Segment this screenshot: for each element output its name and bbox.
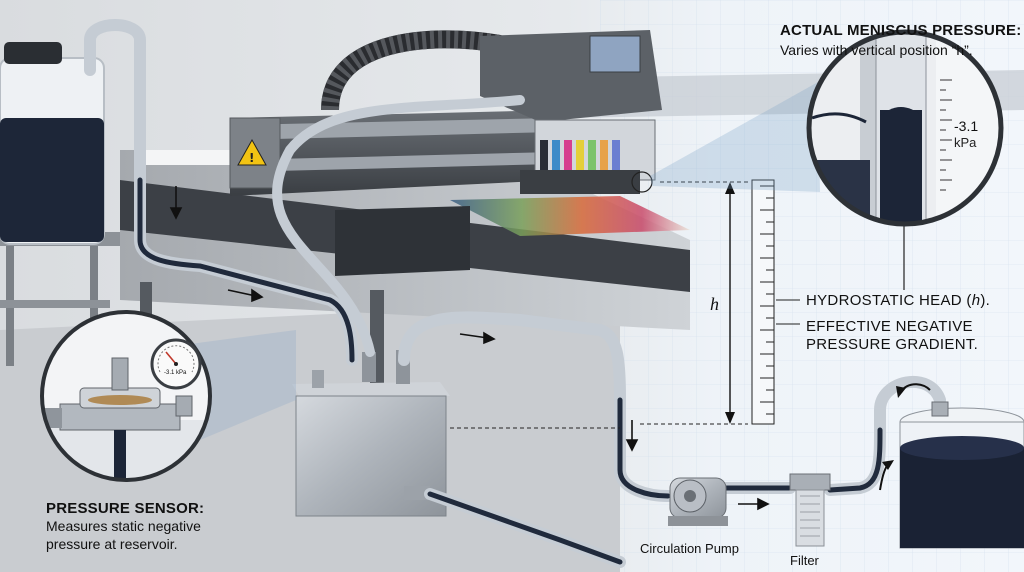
print-carriage: [480, 30, 662, 194]
pressure-gradient-line1: EFFECTIVE NEGATIVE: [806, 318, 973, 335]
meniscus-reading-value: -3.1: [954, 118, 979, 134]
pressure-gauge: [150, 338, 202, 390]
circulation-pump-label: Circulation Pump: [640, 541, 739, 556]
filter-housing: [789, 473, 831, 547]
hydrostatic-head-prefix: HYDROSTATIC HEAD (: [806, 292, 972, 309]
pressure-sensor-desc-line1: Measures static negative: [46, 518, 201, 534]
meniscus-reading-unit: kPa: [954, 135, 977, 150]
pressure-sensor-desc-line2: pressure at reservoir.: [46, 536, 178, 552]
flow-arrows: [169, 186, 770, 511]
height-scale: [450, 179, 800, 429]
hydrostatic-head-label: HYDROSTATIC HEAD (h).: [806, 292, 990, 309]
meniscus-magnifier: [806, 29, 1004, 227]
ink-jug: [0, 42, 105, 245]
svg-text:!: !: [249, 151, 254, 165]
pressure-sensor-title: PRESSURE SENSOR:: [46, 500, 205, 517]
pressure-sensor-magnifier: [40, 310, 212, 482]
bulk-ink-tank: [899, 401, 1024, 549]
hydrostatic-head-suffix: ).: [980, 292, 991, 309]
circulation-pump: [668, 477, 728, 526]
reservoir-tank: [292, 350, 450, 517]
hydrostatic-head-variable: h: [971, 292, 981, 309]
meniscus-pressure-description: Varies with vertical position “h”.: [780, 42, 973, 58]
gauge-reading: -3.1 kPa: [164, 370, 187, 376]
ink-tubing: [84, 19, 946, 568]
meniscus-pressure-title: ACTUAL MENISCUS PRESSURE:: [780, 22, 1022, 39]
filter-label: Filter: [790, 553, 819, 568]
h-scale-label: h: [710, 294, 719, 314]
pressure-gradient-line2: PRESSURE GRADIENT.: [806, 336, 979, 353]
